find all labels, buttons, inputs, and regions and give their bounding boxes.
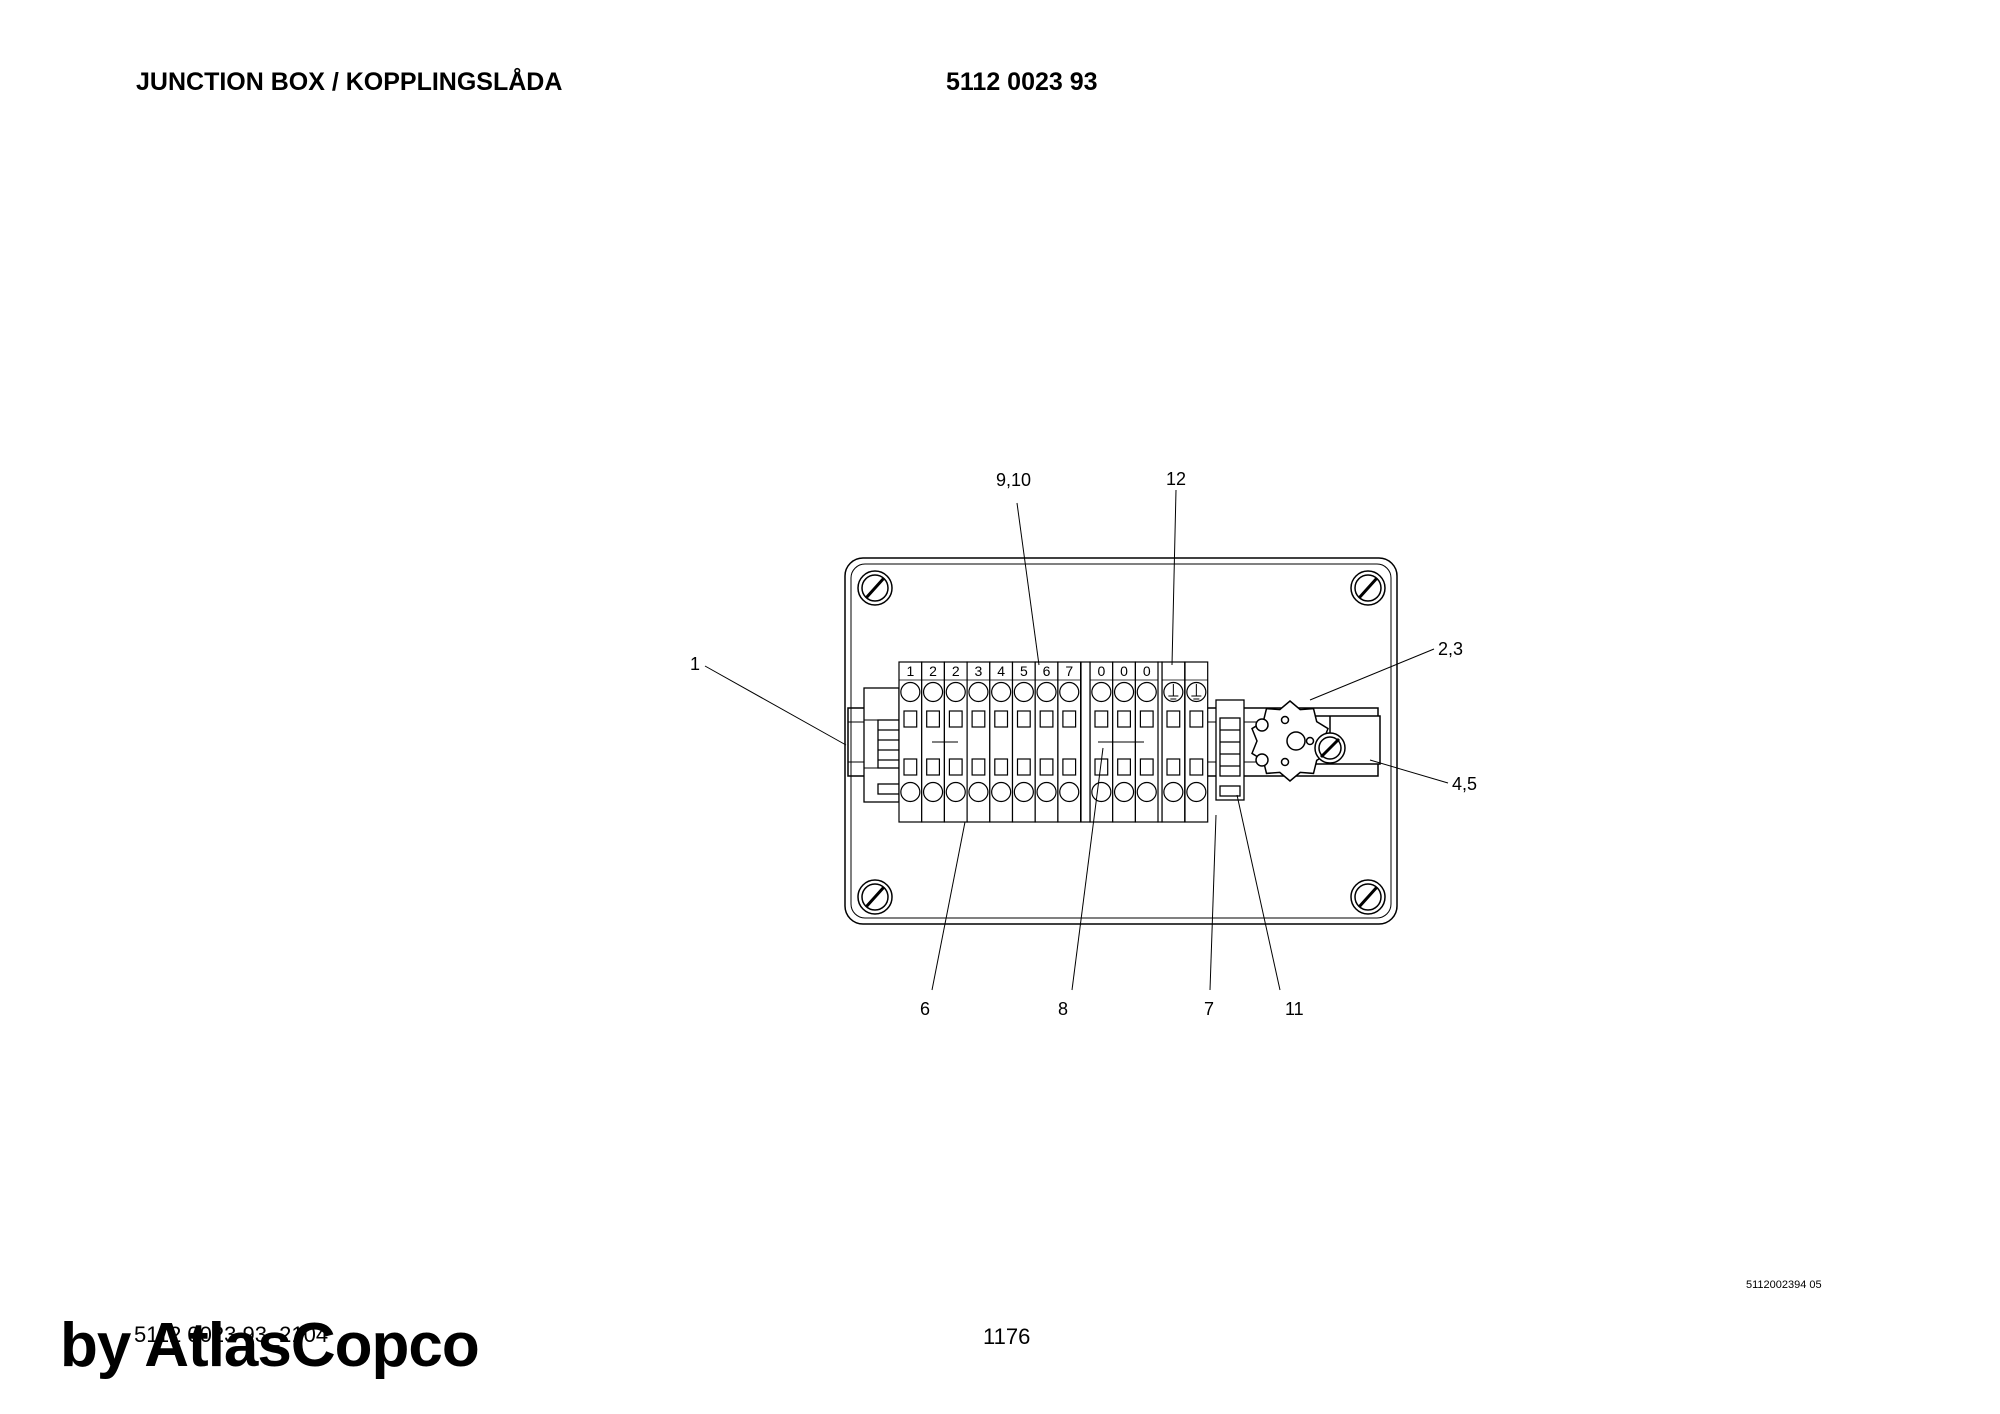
callout-label: 7: [1204, 999, 1214, 1019]
terminal-number: 4: [997, 663, 1005, 679]
terminal-number: 0: [1143, 663, 1151, 679]
terminal-number: 7: [1065, 663, 1073, 679]
drawing-reference: 5112002394 05: [1746, 1279, 1822, 1291]
cable-gland-icon: [1251, 700, 1381, 782]
callout-label: 8: [1058, 999, 1068, 1019]
screw-top-right-icon: [1350, 570, 1386, 606]
separator-plate: [1080, 661, 1091, 823]
terminal-block: [989, 661, 1014, 823]
callout-label: 11: [1285, 999, 1304, 1019]
earth-terminal-block: [1161, 661, 1186, 823]
terminal-block: [1011, 661, 1036, 823]
terminal-number: 2: [952, 663, 960, 679]
callout-label: 6: [920, 999, 930, 1019]
terminal-number: 3: [975, 663, 983, 679]
right-end-stop: [1215, 699, 1245, 801]
terminal-block-group: [898, 661, 1209, 823]
callout-label: 4,5: [1452, 774, 1477, 794]
terminal-number: 5: [1020, 663, 1028, 679]
part-number: 5112 0023 93: [946, 68, 1098, 96]
earth-terminal-block: [1184, 661, 1209, 823]
enclosure: [844, 557, 1398, 925]
document-number: 5112 0023 93_2104: [134, 1322, 329, 1347]
screw-bottom-left-icon: [857, 879, 893, 915]
callout-label: 9,10: [996, 470, 1031, 490]
page-title: JUNCTION BOX / KOPPLINGSLÅDA: [136, 68, 563, 96]
terminal-number: 1: [906, 663, 914, 679]
terminal-block: [1134, 661, 1159, 823]
terminal-block: [898, 661, 923, 823]
terminal-number: 6: [1043, 663, 1051, 679]
callout-label: 2,3: [1438, 639, 1463, 659]
screw-top-left-icon: [857, 570, 893, 606]
terminal-number: 0: [1120, 663, 1128, 679]
separator-plate: [1157, 661, 1163, 823]
terminal-number: 0: [1097, 663, 1105, 679]
callouts: 9,10 12 1 2,3 4,5 6 8 7 11: [690, 469, 1477, 1019]
page-number: 1176: [983, 1324, 1031, 1349]
callout-label: 1: [690, 654, 700, 674]
corner-screws: [857, 570, 1386, 915]
terminal-block: [1057, 661, 1082, 823]
leader-lines: [704, 489, 1449, 991]
terminal-block: [1034, 661, 1059, 823]
left-end-stop: [863, 687, 900, 803]
terminal-number: 2: [929, 663, 937, 679]
brand-watermark: by AtlasCopco: [60, 1311, 480, 1380]
screw-bottom-right-icon: [1350, 879, 1386, 915]
terminal-block: [966, 661, 991, 823]
callout-label: 12: [1166, 469, 1186, 489]
